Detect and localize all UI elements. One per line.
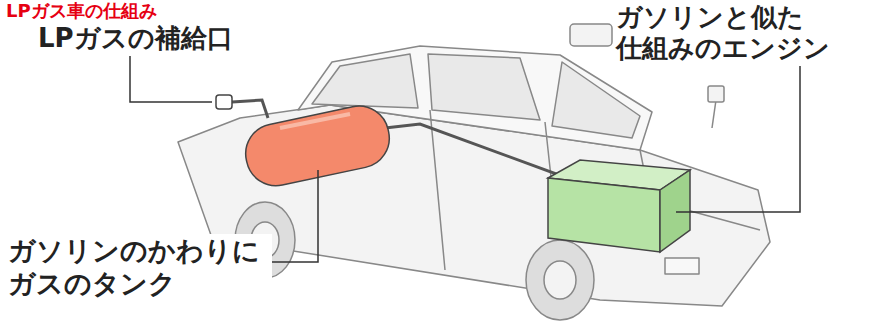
fuel-port xyxy=(216,95,232,109)
front-wheel xyxy=(526,240,594,320)
tank-highlight xyxy=(280,114,350,128)
leader-line xyxy=(676,66,800,212)
side-mirror-head xyxy=(708,86,724,102)
side-window xyxy=(428,54,540,120)
leader-line xyxy=(130,56,212,102)
front-wheel-hub xyxy=(544,261,576,299)
license-plate xyxy=(665,258,699,274)
callout-label: ガソリンのかわりに ガスのタンク xyxy=(6,234,272,300)
windshield xyxy=(552,62,640,138)
engine-side xyxy=(660,170,690,252)
callout-label: LPガスの補給口 xyxy=(36,22,235,54)
diagram-title: LPガス車の仕組み xyxy=(4,0,159,21)
rear-window xyxy=(312,54,418,108)
roof-sign xyxy=(570,24,612,46)
callout-label: ガソリンと似た 仕組みのエンジン xyxy=(614,2,858,64)
engine-front xyxy=(548,178,660,252)
fuel-pipe xyxy=(232,100,268,118)
side-mirror xyxy=(712,100,716,128)
